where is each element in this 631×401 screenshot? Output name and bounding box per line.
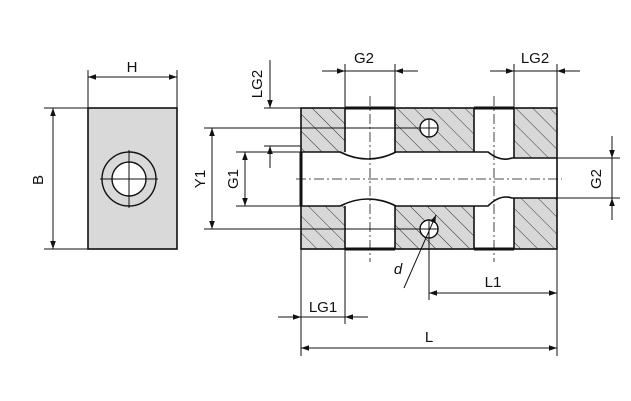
g1-label: G1: [225, 169, 242, 189]
lg1-label: LG1: [309, 299, 337, 316]
g2-right-label: G2: [588, 169, 605, 189]
h-label: H: [127, 59, 138, 76]
g2-top-label: G2: [354, 50, 374, 67]
bore-top-contour: [301, 151, 557, 160]
d-leader: [403, 214, 437, 289]
lg2-right-label: LG2: [521, 50, 549, 67]
b-label: B: [30, 175, 47, 185]
l1-label: L1: [485, 274, 502, 291]
end-view: H B: [30, 59, 178, 250]
lg2-left-label: LG2: [249, 70, 266, 98]
y1-label: Y1: [192, 170, 209, 188]
section-view: d LG2 G2 LG2 Y1 G1: [192, 50, 620, 356]
l-label: L: [425, 329, 433, 346]
d-label: d: [394, 261, 403, 278]
bore-bottom-contour: [301, 196, 557, 207]
